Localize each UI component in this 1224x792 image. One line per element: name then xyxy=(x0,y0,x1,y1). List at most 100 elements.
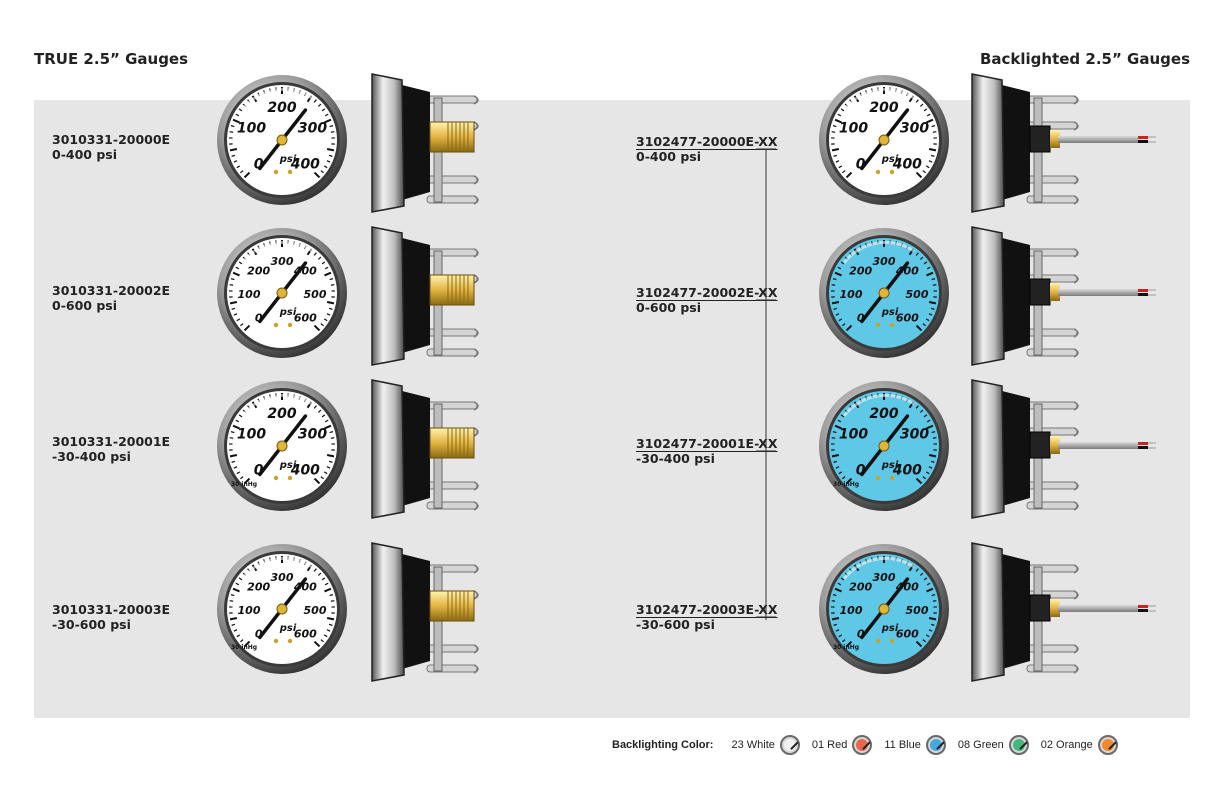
gauge-tick xyxy=(930,623,935,626)
gauge-scale-label: 400 xyxy=(892,462,922,478)
gauge-case xyxy=(402,391,430,506)
gauge-scale-label: 100 xyxy=(839,426,868,442)
backlighted-gauges-heading: Backlighted 2.5” Gauges xyxy=(979,50,1190,68)
green-swatch-icon xyxy=(1008,735,1029,755)
gauge-tick xyxy=(926,113,931,117)
stud-hook xyxy=(473,175,479,185)
gauge-tick xyxy=(326,466,331,469)
gauge-tick xyxy=(838,318,843,322)
gauge-tick xyxy=(313,640,321,648)
gauge-vacuum-label: 30 inHg xyxy=(231,481,257,488)
gauge-scale-label: 400 xyxy=(293,265,317,278)
gauge-tick xyxy=(324,118,332,124)
gauge-tick xyxy=(928,616,937,621)
legend-item-red: 01 Red xyxy=(811,735,873,755)
gauge-case xyxy=(402,238,430,353)
gauge-tick xyxy=(236,318,241,322)
gauge-tick xyxy=(840,261,845,265)
legend-item-blue: 11 Blue xyxy=(884,735,946,755)
true-gauge-label-1: 3010331-20000E 0-400 psi xyxy=(52,132,170,162)
gauge-case xyxy=(1002,391,1030,506)
pressure-range: -30-600 psi xyxy=(636,617,715,632)
gauge-tick xyxy=(835,466,840,469)
gauge-tick xyxy=(229,147,238,152)
gauge-tick xyxy=(925,165,930,169)
gauge-tick xyxy=(930,460,935,463)
gauge-tick xyxy=(229,284,234,286)
stud-hook xyxy=(473,664,479,674)
gauge-scale-label: 300 xyxy=(900,120,929,136)
gauge-tick xyxy=(834,271,842,277)
gauge-case xyxy=(1002,85,1030,200)
red-wire xyxy=(1138,289,1148,292)
gauge-tick xyxy=(326,313,331,316)
stud-hook xyxy=(473,644,479,654)
gauge-scale-label: 500 xyxy=(906,288,929,301)
part-number: 3102477-20002E-XX xyxy=(636,285,778,300)
gauge-glass-glare xyxy=(240,556,313,580)
gauge-dot xyxy=(287,322,293,328)
gauge-tick xyxy=(326,147,335,152)
wire-sheath xyxy=(1058,605,1138,612)
gauge-tick xyxy=(240,170,244,174)
pressure-range: 0-400 psi xyxy=(636,149,702,164)
gauge-tick xyxy=(232,424,240,430)
gauge-scale-label: 400 xyxy=(895,265,919,278)
gauge-tick xyxy=(317,572,322,576)
gauge-tick xyxy=(831,300,840,305)
gauge-dot xyxy=(875,475,881,481)
gauge-tick xyxy=(235,266,240,270)
gauge-tick xyxy=(320,639,324,643)
gauge-scale-label: 0 xyxy=(254,462,264,478)
gauge-scale-label: 400 xyxy=(290,462,320,478)
gauge-tick xyxy=(324,587,332,593)
stud-hook xyxy=(473,481,479,491)
gauge-tick xyxy=(235,582,240,586)
gauge-tick xyxy=(240,323,244,327)
gauge-tick xyxy=(330,131,335,133)
gauge-scale-label: 200 xyxy=(869,406,898,422)
gauge-vacuum-label: 30 inHg xyxy=(833,644,859,651)
gauge-pivot xyxy=(276,440,288,452)
stud-hook xyxy=(473,401,479,411)
gauge-tick xyxy=(845,171,853,179)
gauge-scale-label: 200 xyxy=(849,581,872,594)
gauge-scale-label: 500 xyxy=(906,604,929,617)
backlit-label-connector xyxy=(756,148,776,620)
gauge-tick xyxy=(229,616,238,621)
gauge-tick xyxy=(235,419,240,423)
true-gauge-label-4: 3010331-20003E -30-600 psi xyxy=(52,602,170,632)
legend-label: 01 Red xyxy=(811,739,848,751)
true-gauge-label-2: 3010331-20002E 0-600 psi xyxy=(52,283,170,313)
gauge-tick xyxy=(926,587,934,593)
stud-hook xyxy=(473,95,479,105)
stud-hook xyxy=(1073,590,1079,600)
bezel-side-view xyxy=(971,73,1005,213)
gauge-scale-label: 500 xyxy=(304,604,327,617)
gauge-dot xyxy=(889,475,895,481)
gauge-tick xyxy=(321,414,326,418)
gauge-scale-label: 300 xyxy=(873,255,896,268)
gauge-tick xyxy=(323,165,328,169)
gauge-tick xyxy=(231,154,236,157)
gauge-tick xyxy=(930,307,935,310)
gauge-scale-label: 400 xyxy=(895,581,919,594)
gauge-tick xyxy=(833,307,838,310)
gauge-tick xyxy=(925,318,930,322)
stud-hook xyxy=(473,348,479,358)
gauge-dot xyxy=(287,169,293,175)
gauge-tick xyxy=(831,616,840,621)
gauge-tick xyxy=(230,278,235,281)
gauge-tick xyxy=(923,108,928,112)
gauge-tick xyxy=(232,118,240,124)
part-number: 3102477-20001E-XX xyxy=(636,436,778,451)
bezel-side-view xyxy=(971,226,1005,366)
gauge-pivot xyxy=(276,134,288,146)
red-swatch-icon xyxy=(852,735,873,755)
stud-hook xyxy=(1073,481,1079,491)
legend-title: Backlighting Color: xyxy=(612,739,714,751)
legend-label: 23 White xyxy=(731,739,775,751)
